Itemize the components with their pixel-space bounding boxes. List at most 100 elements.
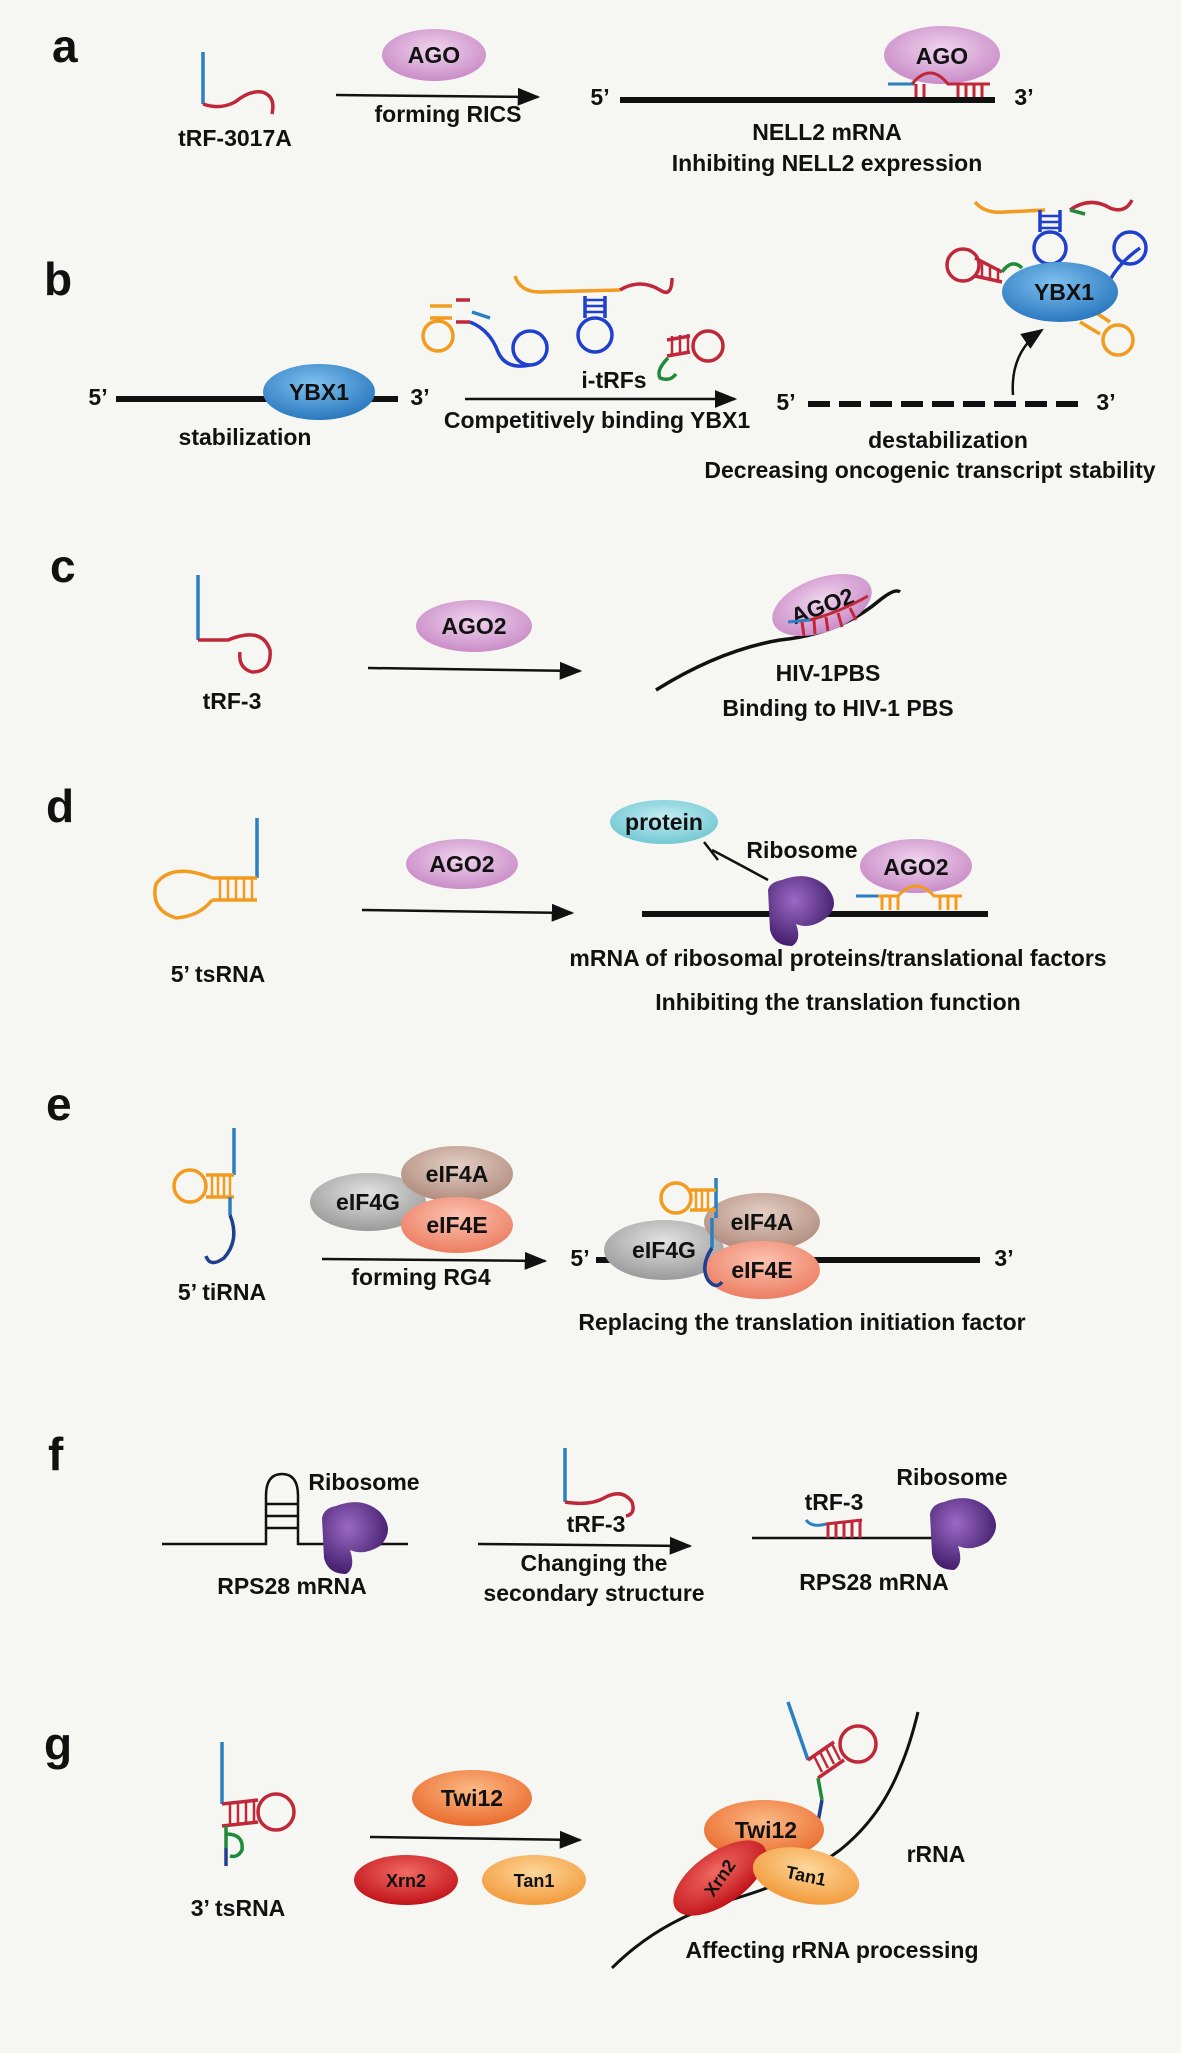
ribosome-f-right [930,1498,996,1570]
panel-b: b 5’ 3’ YBX1 stabilization [44,199,1156,483]
xrn2-bound [673,1840,767,1916]
eif4g-protein [310,1173,426,1231]
eif4g-bound [604,1220,724,1280]
5-tsrna-label-d: 5’ tsRNA [171,961,266,987]
ribosome-label-d: Ribosome [746,837,857,863]
panel-letter-b: b [44,253,72,305]
panel-a: a tRF-3017A AGO forming RICS 5’ 3’ AGO N… [52,20,1034,176]
release-arrow-b [1011,328,1044,396]
eif4e-bound [704,1241,820,1299]
eif4e-label: eIF4E [426,1212,487,1238]
arrow-e [321,1251,548,1270]
ribosome-label-f-right: Ribosome [896,1464,1007,1490]
protein-label: protein [625,809,703,835]
panel-g: g 3’ tsRNA Twi12 Xrn2 Tan1 rRNA Tw [44,1701,979,1970]
panel-letter-g: g [44,1718,72,1770]
ribosome-f-left [322,1502,388,1574]
ago2-bound-label-d: AGO2 [883,854,948,880]
twi12-protein [412,1770,532,1826]
panel-c: c tRF-3 AGO2 AGO2 HIV-1PBS Binding to HI… [50,540,954,721]
panel-letter-c: c [50,540,76,592]
arrow-d [361,903,575,922]
arrow-f-label-line2: secondary structure [483,1580,704,1606]
five-prime-a: 5’ [590,84,609,110]
5-tirna-bound-e [659,1178,724,1288]
rps28-hairpin-line [162,1472,408,1546]
panel-f: f Ribosome RPS28 mRNA tRF-3 Changing the… [48,1428,1008,1606]
trf-3017a-label: tRF-3017A [178,125,292,151]
trf-3017a-glyph [201,52,275,115]
trf-3-bound-f [804,1518,863,1538]
eif4e-protein [401,1197,513,1253]
arrow-f [477,1536,693,1555]
3-tsrna-glyph-g [220,1742,296,1866]
rrna-label: rRNA [907,1841,966,1867]
ago2-protein-c [416,600,532,652]
eif4a-label: eIF4A [426,1161,489,1187]
twi12-label: Twi12 [441,1785,503,1811]
panel-letter-d: d [46,780,74,832]
ribosome-label-f-left: Ribosome [308,1469,419,1495]
panel-d: d 5’ tsRNA AGO2 protein Ribosome AGO2 mR… [46,780,1107,1015]
tan1-label: Tan1 [514,1871,555,1891]
result-d-line1: mRNA of ribosomal proteins/translational… [569,945,1106,971]
protein-product [610,800,718,844]
result-c-line1: HIV-1PBS [776,660,881,686]
three-prime-b: 3’ [410,384,429,410]
ago2-label-d: AGO2 [429,851,494,877]
trf-3-label-f: tRF-3 [567,1511,626,1537]
ago-protein [382,29,486,81]
eif4g-bound-label: eIF4G [632,1237,696,1263]
ago2-label-c: AGO2 [441,613,506,639]
three-prime-a: 3’ [1014,84,1033,110]
i-trf-fragments [421,275,725,382]
trf-duplex-a [888,71,990,97]
result-b-line1: destabilization [868,427,1028,453]
3-tsrna-bound-g [786,1701,878,1823]
tan1-protein [482,1855,586,1905]
arrow-g [369,1830,583,1849]
eif4g-label: eIF4G [336,1189,400,1215]
three-prime-b-right: 3’ [1096,389,1115,415]
rps28-hairpin-rungs [266,1502,298,1530]
panel-e: e 5’ tiRNA eIF4G eIF4A eIF4E forming RG4… [46,1078,1026,1335]
trf-3-label-c: tRF-3 [203,688,262,714]
stabilization-label: stabilization [179,424,312,450]
result-e-line1: Replacing the translation initiation fac… [578,1309,1025,1335]
i-trfs-label: i-tRFs [581,367,646,393]
three-prime-e: 3’ [994,1245,1013,1271]
ribosome-d [768,876,834,946]
ago-label: AGO [408,42,460,68]
3-tsrna-label-g: 3’ tsRNA [191,1895,286,1921]
arrow-a-label: forming RICS [375,101,522,127]
tan1-bound [752,1847,860,1905]
ago2-bound-d [860,839,972,893]
ago2-protein-d [406,839,518,889]
inhibition-line-d [711,848,769,882]
rps28-mrna-left-label: RPS28 mRNA [217,1573,367,1599]
ago-bound [884,26,1000,84]
tsrna-duplex-d [856,884,962,910]
ybx1-protein [263,364,375,420]
ybx1-label: YBX1 [289,379,349,405]
5-tirna-glyph-e [172,1128,236,1265]
5-tsrna-glyph-d [153,818,259,920]
five-prime-b: 5’ [88,384,107,410]
result-a-line1: NELL2 mRNA [752,119,902,145]
arrow-b-label: Competitively binding YBX1 [444,407,750,433]
eif4e-bound-label: eIF4E [731,1257,792,1283]
result-a-line2: Inhibiting NELL2 expression [672,150,983,176]
rps28-mrna-right-label: RPS28 mRNA [799,1569,949,1595]
arrow-e-label: forming RG4 [351,1264,490,1290]
ybx1-bound [1002,262,1118,322]
panel-letter-f: f [48,1428,64,1480]
trf-duplex-c [787,594,869,637]
result-g-line1: Affecting rRNA processing [685,1937,978,1963]
arrow-f-label-line1: Changing the [521,1550,668,1576]
five-prime-e: 5’ [570,1245,589,1271]
five-prime-b-right: 5’ [776,389,795,415]
xrn2-protein [354,1855,458,1905]
result-c-line2: Binding to HIV-1 PBS [722,695,953,721]
twi12-bound-label: Twi12 [735,1817,797,1843]
panel-letter-e: e [46,1078,72,1130]
